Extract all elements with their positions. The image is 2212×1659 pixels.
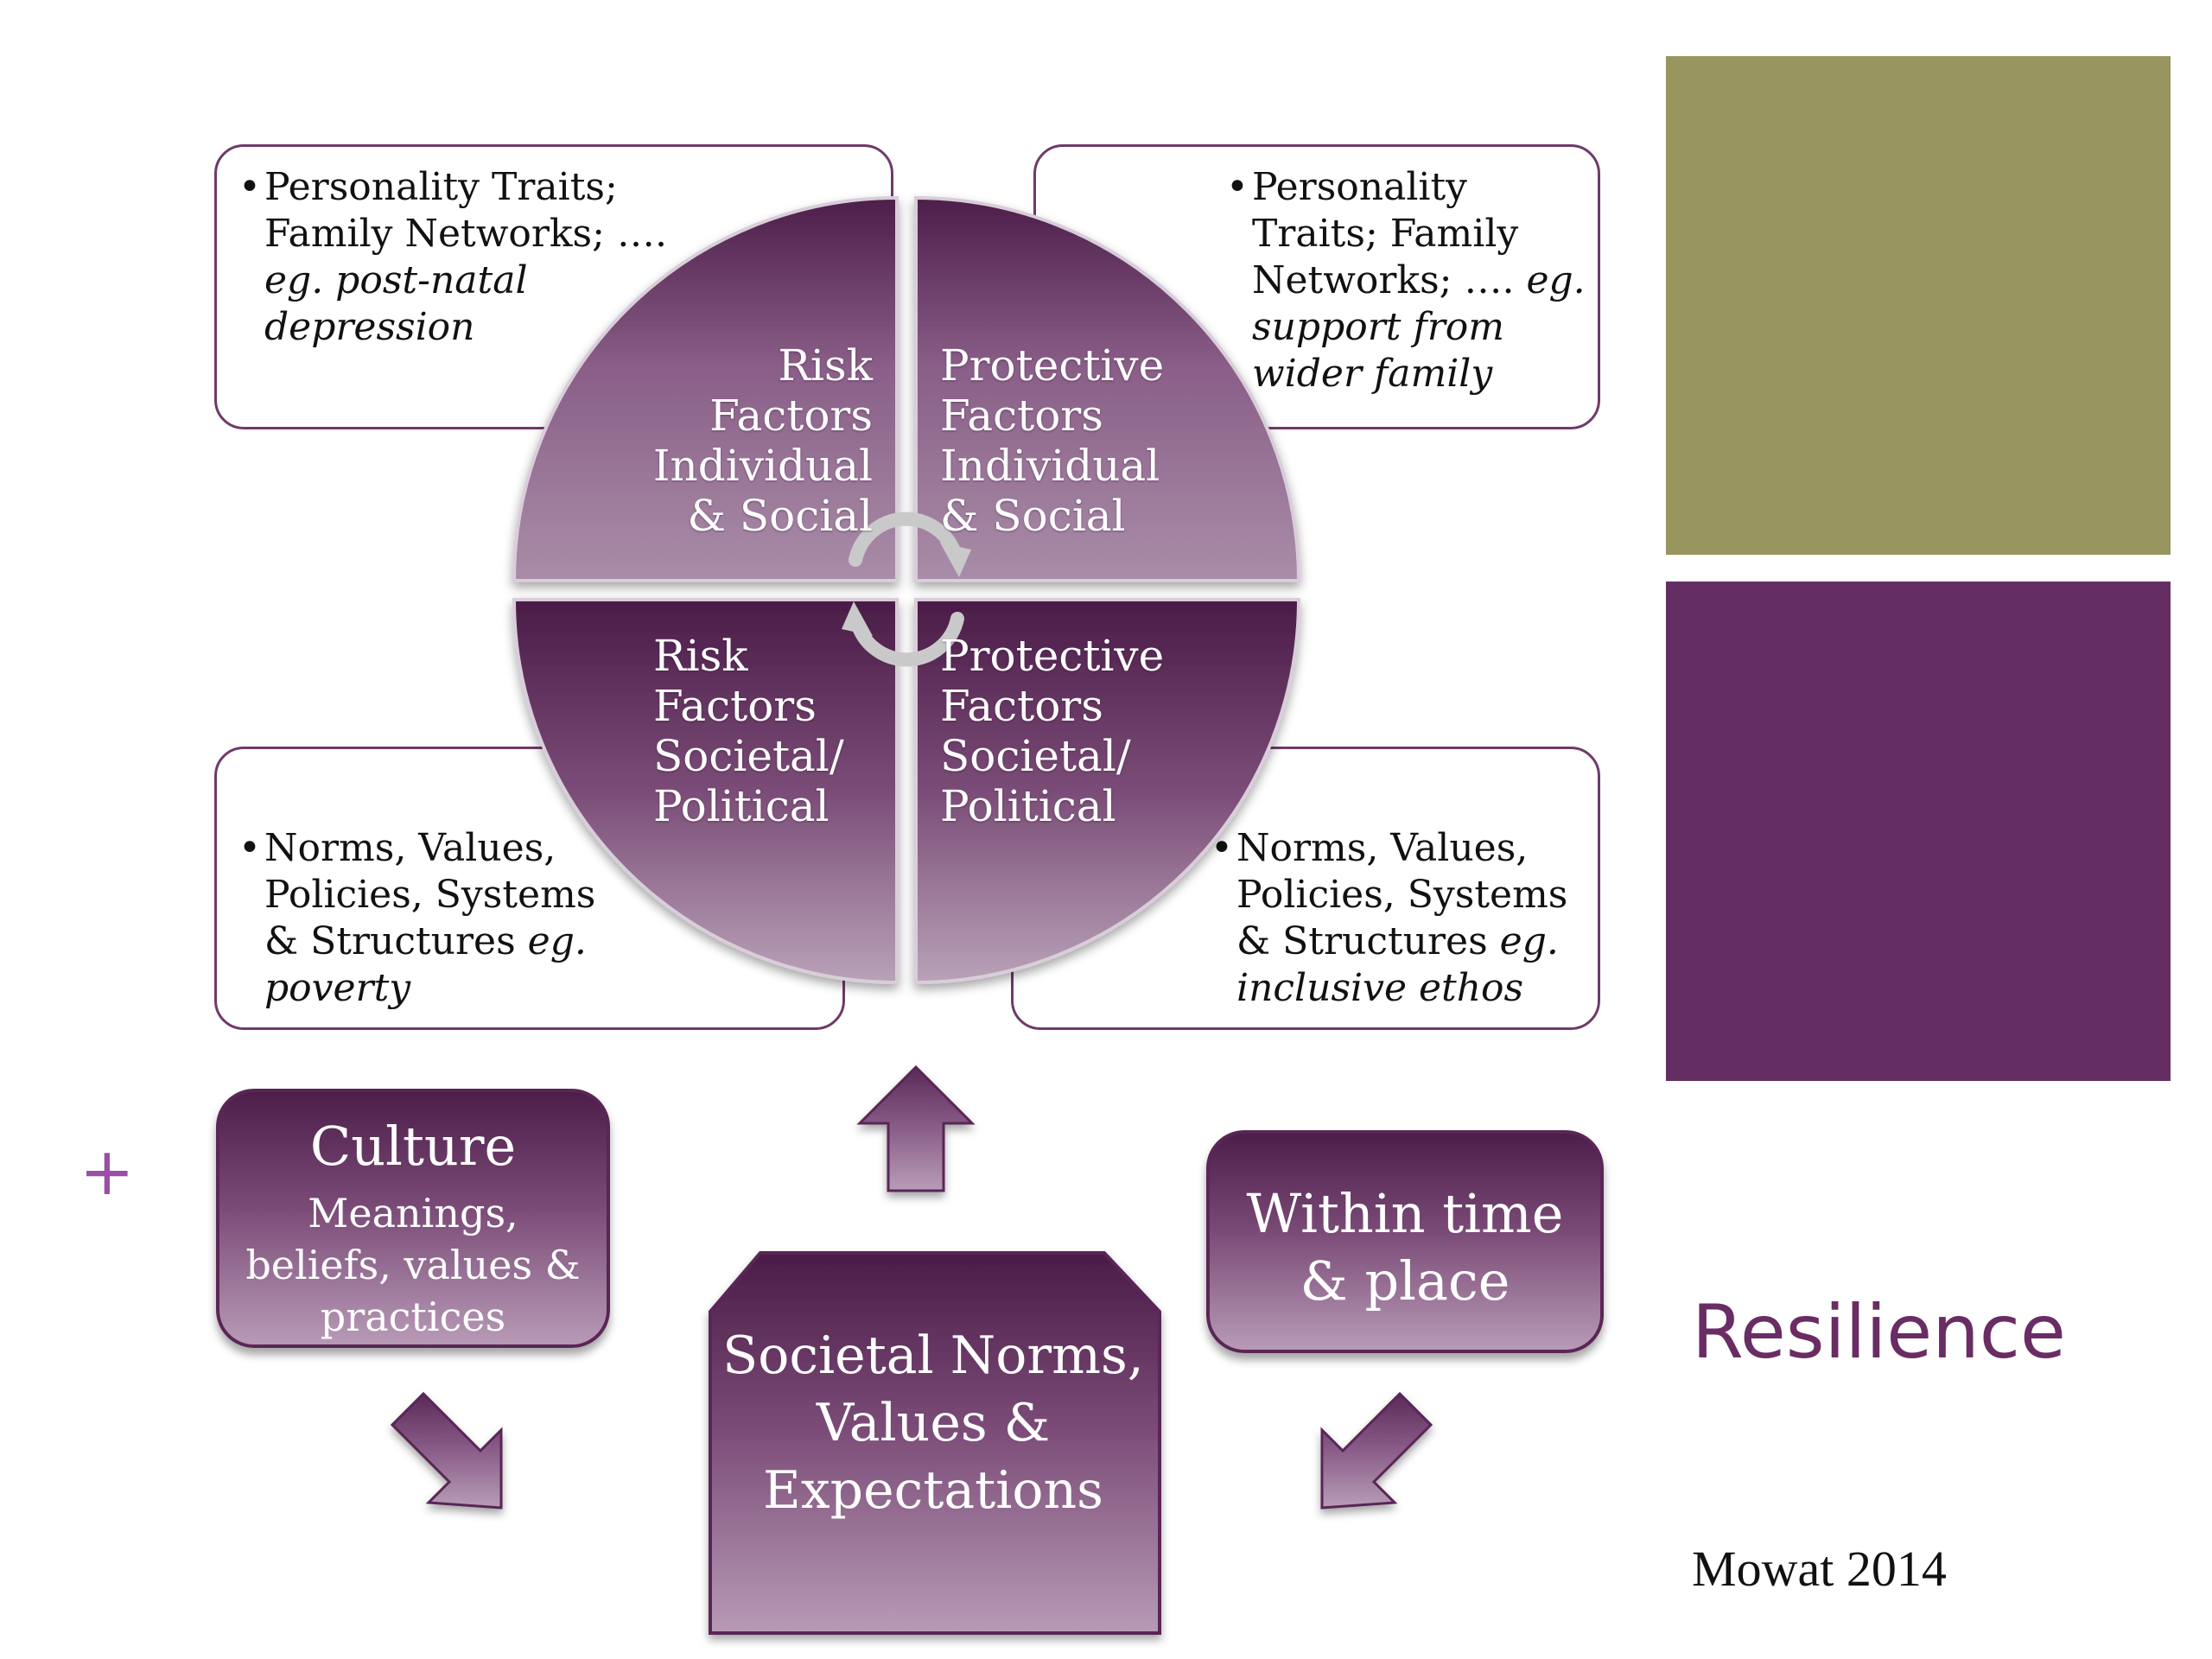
label-line: & Social <box>687 491 873 541</box>
label-line: Protective <box>940 340 1165 391</box>
label-line: Societal/ <box>653 731 844 781</box>
callout-example: eg. poverty <box>264 919 587 1010</box>
societal-norms-text: Societal Norms, Values & Expectations <box>722 1325 1144 1521</box>
label-line: Risk <box>778 340 873 391</box>
culture-box: Culture Meanings, beliefs, values & prac… <box>216 1089 610 1348</box>
arrow-down-right-icon <box>390 1391 503 1510</box>
slide-title: Resilience <box>1692 1289 2066 1376</box>
culture-description: Meanings, beliefs, values & practices <box>245 1190 581 1340</box>
label-line: Political <box>653 781 830 831</box>
quadrant-protective-individual <box>914 195 1301 582</box>
olive-panel <box>1666 56 2171 555</box>
quadrant-risk-individual <box>512 195 899 582</box>
bullet-icon: • <box>238 826 261 870</box>
label-line: & Social <box>940 491 1126 541</box>
callout-text: Personality Traits; Family Networks; …. <box>1252 165 1519 302</box>
resilience-circle <box>512 195 1301 985</box>
quadrant-protective-societal <box>914 598 1301 985</box>
author-credit: Mowat 2014 <box>1692 1541 1947 1597</box>
callout-example: eg. inclusive ethos <box>1236 919 1559 1010</box>
quadrant-label-protective-individual: Protective Factors Individual & Social <box>940 340 1199 541</box>
quadrant-label-protective-societal: Protective Factors Societal/ Political <box>940 631 1199 831</box>
time-place-text: Within time & place <box>1246 1182 1564 1313</box>
arrow-down-left-icon <box>1320 1391 1433 1510</box>
label-line: Individual <box>652 441 873 491</box>
bullet-icon: • <box>1226 165 1249 209</box>
purple-panel <box>1666 582 2171 1081</box>
arrowhead-icon <box>842 601 873 636</box>
callout-text: Norms, Values, Policies, Systems & Struc… <box>264 826 596 963</box>
quadrant-risk-societal <box>512 598 899 985</box>
callout-text: Personality Traits; Family Networks; …. <box>264 165 667 256</box>
label-line: Factors <box>940 391 1103 441</box>
quadrant-label-risk-individual: Risk Factors Individual & Social <box>639 340 873 541</box>
culture-title: Culture <box>309 1115 517 1178</box>
callout-example: eg. support from wider family <box>1252 258 1586 396</box>
time-place-box: Within time & place <box>1206 1130 1604 1353</box>
plus-icon: + <box>79 1133 135 1210</box>
label-line: Protective <box>940 631 1165 681</box>
label-line: Factors <box>709 391 873 441</box>
label-line: Societal/ <box>940 731 1131 781</box>
societal-norms-box <box>709 1251 1161 1635</box>
label-line: Factors <box>653 681 817 731</box>
bullet-icon: • <box>238 165 261 209</box>
circular-arrows-icon <box>849 512 964 667</box>
label-line: Risk <box>653 631 748 681</box>
arrow-up-icon <box>856 1065 976 1192</box>
label-line: Individual <box>940 441 1160 491</box>
label-line: Political <box>940 781 1116 831</box>
callout-text: Norms, Values, Policies, Systems & Struc… <box>1236 826 1568 963</box>
callout-example: eg. post-natal depression <box>264 258 528 349</box>
quadrant-label-risk-societal: Risk Factors Societal/ Political <box>653 631 912 831</box>
arrowhead-icon <box>940 543 971 577</box>
label-line: Factors <box>940 681 1103 731</box>
